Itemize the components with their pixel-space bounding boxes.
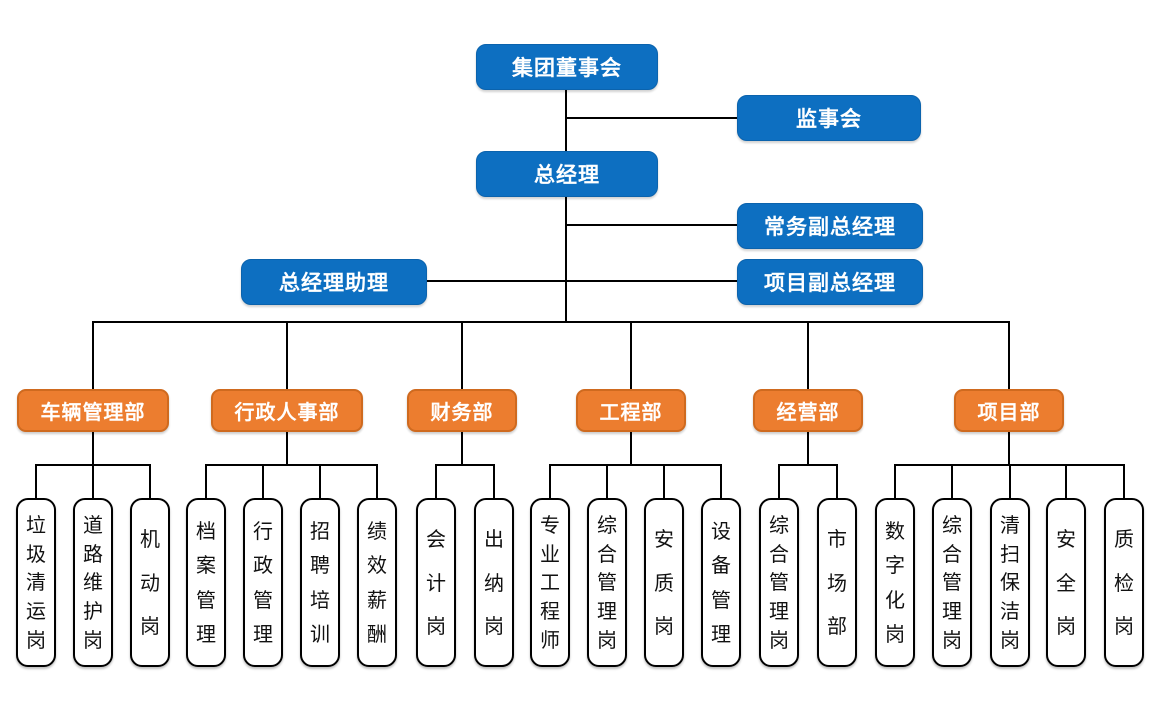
connector-line [836,464,838,498]
connector-line [35,464,37,498]
org-node-gm: 总经理 [476,151,658,197]
org-node-dept-operations: 经营部 [753,389,863,432]
connector-line [566,117,737,119]
connector-line [807,432,809,466]
connector-line [565,90,567,151]
connector-line [461,432,463,466]
org-node-position: 设备管理 [701,498,741,667]
connector-line [1123,464,1125,498]
connector-line [461,321,463,389]
connector-line [1008,432,1010,466]
connector-line [286,432,288,466]
connector-line [1008,321,1010,389]
connector-line [606,464,608,498]
connector-line [807,321,809,389]
org-node-position: 安质岗 [644,498,684,667]
connector-line [493,464,495,498]
connector-line [894,464,896,498]
org-node-position: 综合管理岗 [759,498,799,667]
connector-line [262,464,264,498]
org-node-dept-vehicle: 车辆管理部 [17,389,169,432]
org-node-dept-finance: 财务部 [407,389,517,432]
connector-line [566,224,737,226]
connector-line [720,464,722,498]
org-node-position: 专业工程师 [530,498,570,667]
connector-line [1009,464,1011,498]
connector-line [565,197,567,323]
org-node-position: 综合管理岗 [587,498,627,667]
connector-line [205,464,378,466]
org-node-position: 机动岗 [130,498,170,667]
connector-line [630,432,632,466]
connector-line [92,321,94,389]
connector-line [435,464,495,466]
connector-line [92,464,94,498]
org-node-position: 招聘培训 [300,498,340,667]
connector-line [778,464,838,466]
org-node-position: 综合管理岗 [932,498,972,667]
connector-line [663,464,665,498]
connector-line [1065,464,1067,498]
org-node-dept-admin-hr: 行政人事部 [211,389,363,432]
org-node-position: 档案管理 [186,498,226,667]
org-node-position: 数字化岗 [875,498,915,667]
connector-line [951,464,953,498]
org-node-dept-engineering: 工程部 [576,389,686,432]
connector-line [549,464,551,498]
org-node-board: 集团董事会 [476,44,658,90]
connector-line [427,280,737,282]
org-node-position: 安全岗 [1046,498,1086,667]
org-node-position: 质检岗 [1104,498,1144,667]
org-node-position: 行政管理 [243,498,283,667]
org-node-position: 出纳岗 [474,498,514,667]
org-node-position: 道路维护岗 [73,498,113,667]
org-node-dept-project: 项目部 [954,389,1064,432]
connector-line [286,321,288,389]
connector-line [149,464,151,498]
org-node-position: 市场部 [817,498,857,667]
org-node-project-vp: 项目副总经理 [737,259,923,305]
org-node-position: 会计岗 [416,498,456,667]
connector-line [549,464,722,466]
connector-line [435,464,437,498]
org-node-supervisory: 监事会 [737,95,921,141]
connector-line [778,464,780,498]
connector-line [92,432,94,466]
org-node-evp: 常务副总经理 [737,203,923,249]
org-node-position: 绩效薪酬 [357,498,397,667]
connector-line [92,321,1010,323]
org-node-position: 清扫保洁岗 [990,498,1030,667]
connector-line [630,321,632,389]
connector-line [376,464,378,498]
org-node-gm-assistant: 总经理助理 [241,259,427,305]
connector-line [205,464,207,498]
org-node-position: 垃圾清运岗 [16,498,56,667]
connector-line [319,464,321,498]
